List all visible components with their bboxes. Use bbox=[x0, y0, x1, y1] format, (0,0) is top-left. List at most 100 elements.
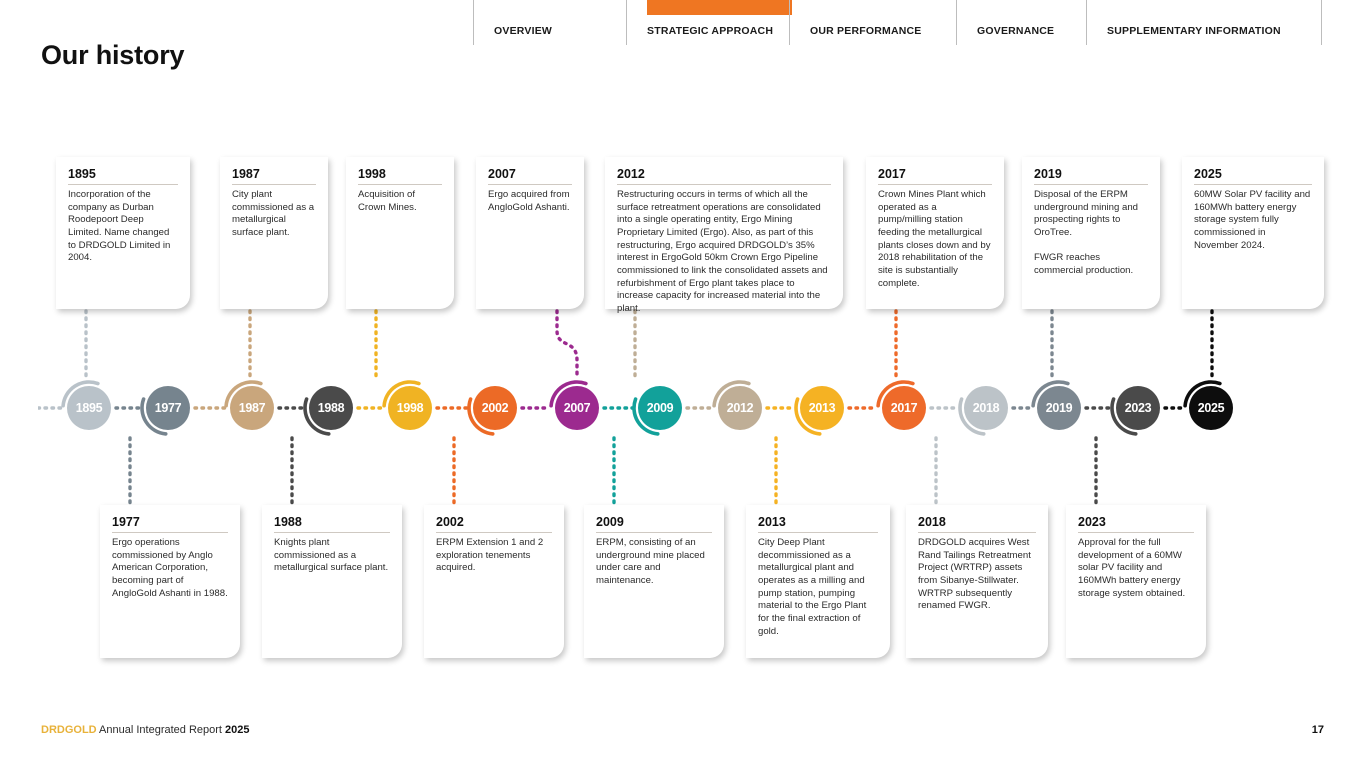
node-disc: 1988 bbox=[309, 386, 353, 430]
timeline-node-2002[interactable]: 2002 bbox=[465, 378, 517, 436]
node-year-label: 1895 bbox=[75, 401, 103, 415]
nav-item-governance[interactable]: GOVERNANCE bbox=[956, 0, 1086, 45]
timeline-node-2025[interactable]: 2025 bbox=[1181, 378, 1233, 430]
connector-1998 bbox=[374, 309, 378, 380]
card-body-text: 60MW Solar PV facility and 160MWh batter… bbox=[1194, 189, 1311, 251]
card-year: 2009 bbox=[596, 515, 712, 533]
node-disc: 2002 bbox=[473, 386, 517, 430]
node-disc: 1895 bbox=[67, 386, 111, 430]
card-body-text: Crown Mines Plant which operated as a pu… bbox=[878, 189, 991, 289]
timeline-node-1895[interactable]: 1895 bbox=[59, 378, 111, 430]
card-body-text: ERPM, consisting of an underground mine … bbox=[596, 537, 705, 586]
card-year: 2023 bbox=[1078, 515, 1194, 533]
card-year: 1988 bbox=[274, 515, 390, 533]
node-ring-arc bbox=[549, 380, 588, 408]
page-number: 17 bbox=[1311, 724, 1324, 736]
node-year-label: 1977 bbox=[154, 401, 182, 415]
node-ring-arc bbox=[876, 380, 915, 408]
connector-1895 bbox=[84, 309, 88, 380]
card-year: 2025 bbox=[1194, 167, 1312, 185]
node-year-label: 2023 bbox=[1124, 401, 1152, 415]
connector-2012 bbox=[633, 309, 637, 380]
nav-item-strategic-approach[interactable]: STRATEGIC APPROACH bbox=[626, 0, 792, 45]
card-body-text: City plant commissioned as a metallurgic… bbox=[232, 189, 315, 238]
nav-item-overview[interactable]: OVERVIEW bbox=[473, 0, 626, 45]
connector-1987 bbox=[248, 309, 252, 380]
card-body-text: Ergo operations commissioned by Anglo Am… bbox=[112, 537, 228, 599]
node-disc: 1977 bbox=[146, 386, 190, 430]
node-ring-arc bbox=[958, 397, 986, 436]
nav-item-supplementary-information[interactable]: SUPPLEMENTARY INFORMATION bbox=[1086, 0, 1322, 45]
nav-item-our-performance[interactable]: OUR PERFORMANCE bbox=[789, 0, 956, 45]
node-year-label: 2012 bbox=[726, 401, 754, 415]
card-body-text: Acquisition of Crown Mines. bbox=[358, 189, 417, 213]
node-ring-arc bbox=[224, 380, 263, 408]
card-body-text: ERPM Extension 1 and 2 exploration tenem… bbox=[436, 537, 544, 574]
node-ring-arc bbox=[61, 380, 100, 408]
node-disc: 1987 bbox=[230, 386, 274, 430]
card-body-text: Ergo acquired from AngloGold Ashanti. bbox=[488, 189, 570, 213]
card-year: 1895 bbox=[68, 167, 178, 185]
timeline-node-1988[interactable]: 1988 bbox=[301, 378, 353, 436]
card-year: 2019 bbox=[1034, 167, 1148, 185]
node-ring-arc bbox=[712, 380, 751, 408]
node-disc: 1998 bbox=[388, 386, 432, 430]
node-disc: 2017 bbox=[882, 386, 926, 430]
nav-item-label: OUR PERFORMANCE bbox=[810, 25, 922, 37]
timeline-node-1977[interactable]: 1977 bbox=[138, 378, 190, 436]
node-year-label: 2017 bbox=[890, 401, 918, 415]
node-disc: 2009 bbox=[638, 386, 682, 430]
card-body-text: Incorporation of the company as Durban R… bbox=[68, 189, 171, 264]
card-body-text: Knights plant commissioned as a metallur… bbox=[274, 537, 389, 574]
card-year: 1998 bbox=[358, 167, 442, 185]
node-disc: 2013 bbox=[800, 386, 844, 430]
footer-brand: DRDGOLD bbox=[41, 724, 97, 736]
timeline-node-2018[interactable]: 2018 bbox=[956, 378, 1008, 436]
card-year: 2018 bbox=[918, 515, 1036, 533]
node-disc: 2023 bbox=[1116, 386, 1160, 430]
card-year: 2017 bbox=[878, 167, 992, 185]
card-year: 1987 bbox=[232, 167, 316, 185]
node-year-label: 2009 bbox=[646, 401, 674, 415]
footer-text: Annual Integrated Report bbox=[96, 724, 226, 736]
timeline-node-1987[interactable]: 1987 bbox=[222, 378, 274, 430]
connector-2007 bbox=[555, 309, 579, 380]
node-ring-arc bbox=[140, 397, 168, 436]
timeline-node-2019[interactable]: 2019 bbox=[1029, 378, 1081, 430]
timeline-node-2023[interactable]: 2023 bbox=[1108, 378, 1160, 436]
card-year: 2007 bbox=[488, 167, 572, 185]
card-year: 2002 bbox=[436, 515, 552, 533]
node-ring-arc bbox=[303, 397, 331, 436]
footer-year: 2025 bbox=[225, 724, 250, 736]
timeline-node-2012[interactable]: 2012 bbox=[710, 378, 762, 430]
node-year-label: 2019 bbox=[1045, 401, 1073, 415]
node-disc: 2012 bbox=[718, 386, 762, 430]
timeline-node-2007[interactable]: 2007 bbox=[547, 378, 599, 430]
node-ring-arc bbox=[1110, 397, 1138, 436]
node-disc: 2007 bbox=[555, 386, 599, 430]
node-year-label: 2025 bbox=[1197, 401, 1225, 415]
timeline-node-1998[interactable]: 1998 bbox=[380, 378, 432, 430]
timeline-node-2009[interactable]: 2009 bbox=[630, 378, 682, 436]
node-year-label: 1998 bbox=[396, 401, 424, 415]
node-year-label: 2018 bbox=[972, 401, 1000, 415]
card-body-text: DRDGOLD acquires West Rand Tailings Retr… bbox=[918, 537, 1031, 612]
node-ring-arc bbox=[1031, 380, 1070, 408]
timeline-node-2017[interactable]: 2017 bbox=[874, 378, 926, 430]
node-ring-arc bbox=[632, 397, 660, 436]
footer: DRDGOLD Annual Integrated Report 2025 bbox=[41, 724, 250, 736]
timeline-node-2013[interactable]: 2013 bbox=[792, 378, 844, 436]
page-title: Our history bbox=[41, 40, 185, 70]
